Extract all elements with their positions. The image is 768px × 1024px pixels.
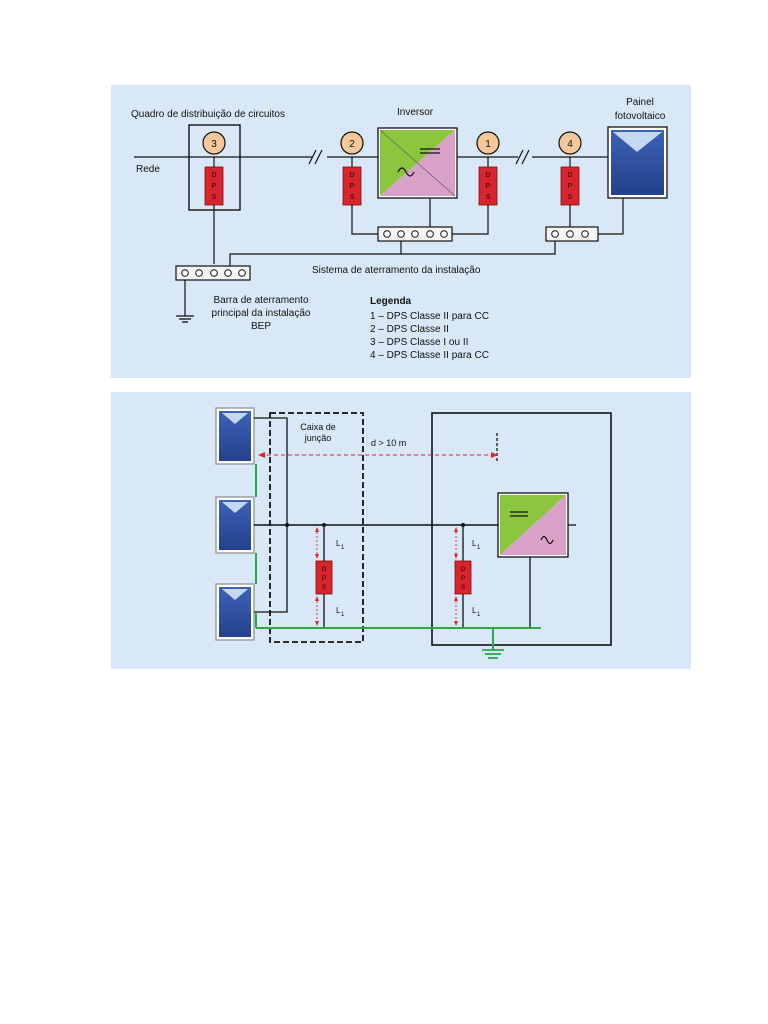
marker-3	[202, 131, 226, 155]
l1-label-4: L	[472, 606, 477, 615]
dps-3-s: S	[212, 194, 217, 201]
dps-1-p: P	[486, 183, 491, 190]
dps-4-s: S	[568, 194, 573, 201]
caixa-label-2: junção	[304, 433, 332, 443]
legenda-item-4: 4 – DPS Classe II para CC	[370, 350, 489, 361]
l1-sub-4: 1	[477, 612, 481, 618]
dps-2-p: P	[350, 183, 355, 190]
dps-1-s: S	[486, 194, 491, 201]
legenda: Legenda 1 – DPS Classe II para CC 2 – DP…	[370, 296, 489, 361]
dps-4-p: P	[568, 183, 573, 190]
marker-3-label: 3	[211, 139, 217, 150]
quadro-label: Quadro de distribuição de circuitos	[131, 109, 285, 120]
pv-module-3	[215, 583, 255, 641]
l1-label-2: L	[336, 606, 341, 615]
dps-3-p: P	[212, 183, 217, 190]
barra-label-1: Barra de aterramento	[213, 295, 308, 306]
l1-sub-3: 1	[477, 545, 481, 551]
distance-label: d > 10 m	[371, 438, 406, 448]
break-symbol-2	[515, 149, 530, 165]
diagram-1: D P S D P S D P S D P S	[111, 85, 691, 378]
legenda-item-1: 1 – DPS Classe II para CC	[370, 311, 489, 322]
l1-sub-2: 1	[341, 612, 345, 618]
dps-2-s: S	[350, 194, 355, 201]
ground-symbol-1	[176, 315, 194, 323]
barra-label-3: BEP	[251, 321, 271, 332]
marker-1	[476, 131, 500, 155]
rede-label: Rede	[136, 164, 160, 175]
inversor-label: Inversor	[397, 107, 434, 118]
dps-juncao-d: D	[322, 566, 327, 573]
dps-2-d: D	[349, 172, 354, 179]
dps-inversor-p: P	[461, 575, 465, 582]
dps-juncao-p: P	[322, 575, 326, 582]
diagram-2-background	[111, 392, 691, 669]
marker-4	[558, 131, 582, 155]
l1-marker-inversor-bottom: L 1	[454, 596, 481, 626]
marker-4-label: 4	[567, 139, 573, 150]
pv-module-1	[215, 407, 255, 465]
ground-symbol-2	[482, 649, 504, 659]
legenda-item-3: 3 – DPS Classe I ou II	[370, 337, 468, 348]
marker-2	[340, 131, 364, 155]
ac-symbol-2	[540, 535, 554, 545]
caixa-label-1: Caixa de	[300, 422, 336, 432]
dps-inversor-s: S	[461, 584, 466, 591]
pv-module-2	[215, 496, 255, 554]
marker-2-label: 2	[349, 139, 355, 150]
inverter-enclosure	[431, 412, 612, 646]
dps-juncao-s: S	[322, 584, 327, 591]
l1-marker-inversor-top: L 1	[454, 527, 481, 559]
dps-inversor-d: D	[461, 566, 466, 573]
l1-label-3: L	[472, 539, 477, 548]
legenda-title: Legenda	[370, 296, 412, 307]
l1-marker-juncao-bottom: L 1	[315, 596, 345, 626]
marker-1-label: 1	[485, 139, 491, 150]
painel-label-2: fotovoltaico	[615, 111, 666, 122]
dps-1-d: D	[485, 172, 490, 179]
l1-marker-juncao-top: L 1	[315, 527, 345, 559]
break-symbol	[308, 149, 323, 165]
legenda-item-2: 2 – DPS Classe II	[370, 324, 449, 335]
sistema-label: Sistema de aterramento da instalação	[312, 265, 481, 276]
l1-sub-1: 1	[341, 545, 345, 551]
l1-label-1: L	[336, 539, 341, 548]
ac-symbol	[397, 167, 415, 177]
diagram-2: Caixa de junção d > 10 m D P S D P S	[111, 392, 691, 669]
dps-3-d: D	[211, 172, 216, 179]
caixa-juncao-box	[269, 412, 364, 643]
barra-label-2: principal da instalação	[212, 308, 311, 319]
painel-label-1: Painel	[626, 97, 654, 108]
dps-4-d: D	[567, 172, 572, 179]
